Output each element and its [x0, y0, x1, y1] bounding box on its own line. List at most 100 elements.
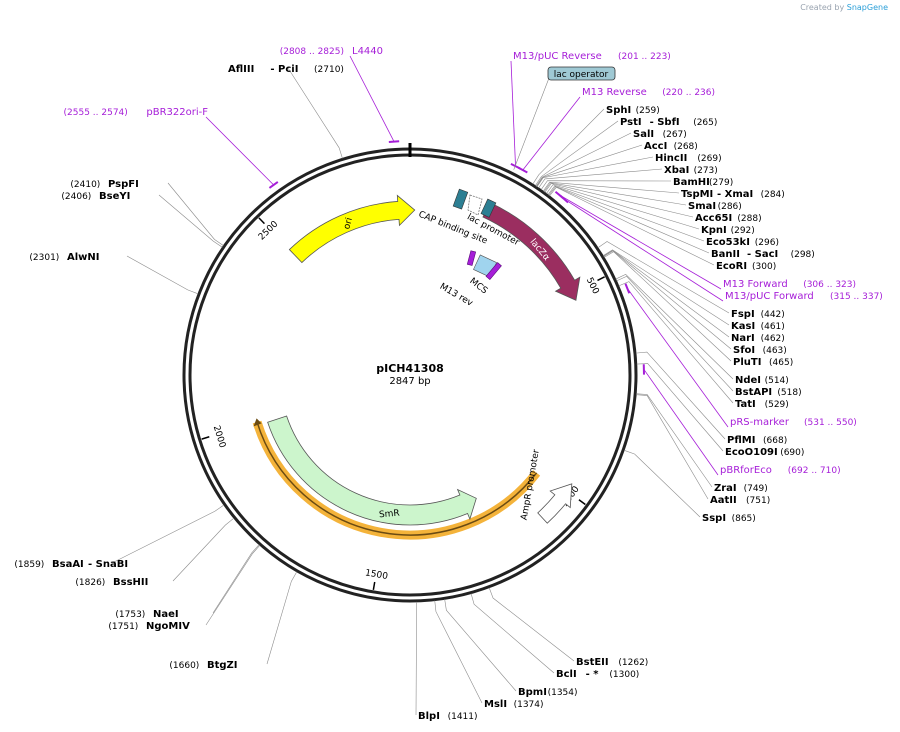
- smr-highlight-line: [256, 421, 538, 536]
- site-bsteii-position: (1262): [618, 658, 648, 668]
- site-sali-position: (267): [663, 130, 687, 140]
- primer-pbr322ori-f: pBR322ori-F: [146, 107, 208, 118]
- site-bstapi: BstAPI: [735, 387, 772, 398]
- leader-bsaai: [111, 504, 225, 564]
- feature-ampr-promoter-arrow: [537, 483, 573, 524]
- site-ecori-position: (300): [752, 262, 776, 272]
- leader-afliii: [287, 67, 343, 159]
- leader-ecori: [549, 186, 715, 266]
- site-bsshii: BssHII: [113, 577, 148, 588]
- site-pspfi: PspFI: [108, 179, 139, 190]
- primer-mark-prs-marker: [624, 283, 631, 294]
- site-tspmi-isoschizomer: - XmaI: [717, 189, 753, 200]
- primer-mark-l4440: [388, 140, 400, 143]
- site-pflmi: PflMI: [727, 435, 755, 446]
- leader-alwni: [126, 255, 199, 295]
- primer-m13-forward: M13 Forward: [723, 279, 788, 290]
- site-bcli-isoschizomer: - *: [586, 669, 600, 680]
- leader-bseyi: [158, 194, 223, 248]
- tick-mark: [372, 581, 376, 591]
- primer-l4440-range: (2808 .. 2825): [280, 47, 344, 57]
- leader-lines: [111, 55, 734, 716]
- site-nari-position: (462): [761, 334, 785, 344]
- primer-mark-pbr322ori-f: [268, 181, 279, 189]
- site-blpi: BlpI: [418, 711, 440, 722]
- site-bsaai-isoschizomer: - SnaBI: [88, 559, 128, 570]
- leader-sfoi: [603, 250, 732, 350]
- leader-acc65i: [544, 183, 694, 218]
- primer-m13-reverse: M13 Reverse: [582, 87, 647, 98]
- site-bsaai-position: (1859): [14, 560, 44, 570]
- leader-bstapi: [616, 275, 734, 392]
- leader-eco53ki: [547, 185, 705, 242]
- leader-sspi: [624, 450, 701, 518]
- site-hincii: HincII: [655, 153, 687, 164]
- site-bseyi: BseYI: [99, 191, 130, 202]
- lac-operator-badge: [547, 66, 616, 81]
- site-banii: BanII: [711, 249, 740, 260]
- leader-btgzi: [266, 571, 298, 665]
- site-zrai-position: (749): [744, 484, 768, 494]
- site-labels: SphI(259)PstI- SbfI(265)SalI(267)AccI(26…: [14, 46, 882, 722]
- feature-label-m13-rev: M13 rev: [438, 282, 475, 309]
- site-afliii-position: (2710): [314, 65, 344, 75]
- site-btgzi-position: (1660): [169, 661, 199, 671]
- leader-naei: [212, 544, 260, 614]
- site-acc65i: Acc65I: [695, 213, 732, 224]
- feature-ori-arrow: [288, 194, 416, 264]
- site-kasi-position: (461): [761, 322, 785, 332]
- site-smai: SmaI: [688, 201, 716, 212]
- primer-m13-puc-forward-range: (315 .. 337): [830, 292, 883, 302]
- site-sspi-position: (865): [732, 514, 756, 524]
- tick-label-500: 500: [584, 276, 601, 296]
- smr-highlight-head: [253, 418, 262, 427]
- primer-leader-m13-puc-forward: [563, 198, 724, 302]
- snapgene-credit: Created by SnapGene: [800, 3, 888, 12]
- primer-m13-puc-reverse-range: (201 .. 223): [618, 52, 671, 62]
- leader-bsshii: [172, 517, 235, 582]
- leader-banii: [548, 186, 710, 254]
- site-tati: TatI: [735, 399, 756, 410]
- feature-lacz-arrow: [482, 201, 581, 301]
- leader-smai: [543, 182, 687, 206]
- leader-tspmi: [542, 181, 680, 194]
- site-tspmi: TspMI: [681, 189, 713, 200]
- site-banii-isoschizomer: - SacI: [747, 249, 778, 260]
- leader-ecoo109i: [636, 363, 724, 452]
- leader-xbai: [538, 168, 663, 189]
- primer-m13-puc-forward: M13/pUC Forward: [725, 291, 814, 302]
- site-psti: PstI: [620, 117, 642, 128]
- leader-pluti: [604, 251, 732, 362]
- primer-l4440: L4440: [352, 46, 383, 57]
- leader-bsteii: [488, 587, 575, 662]
- leader-pflmi: [635, 351, 726, 440]
- site-fspi: FspI: [731, 309, 755, 320]
- leader-pspfi: [167, 182, 224, 246]
- credit-prefix: Created by: [800, 3, 845, 12]
- site-bcli: BclI: [556, 669, 577, 680]
- site-eco53ki-position: (296): [755, 238, 779, 248]
- site-zrai: ZraI: [714, 483, 737, 494]
- feature-m13-rev-box: [466, 250, 477, 266]
- site-pluti: PluTI: [733, 357, 761, 368]
- leader-ngomiv: [205, 545, 261, 626]
- leader-kasi: [602, 249, 730, 326]
- site-hincii-position: (269): [697, 154, 721, 164]
- site-smai-position: (286): [718, 202, 742, 212]
- leader-tati: [618, 281, 734, 404]
- feature-cap-binding-site: [452, 188, 469, 210]
- site-naei-position: (1753): [115, 610, 145, 620]
- feature-label-smr: SmR: [379, 509, 401, 521]
- site-bstapi-position: (518): [777, 388, 801, 398]
- site-aatii-position: (751): [746, 496, 770, 506]
- leader-fspi: [597, 241, 730, 314]
- site-msli: MslI: [484, 699, 507, 710]
- site-bamhi: BamHI: [673, 177, 710, 188]
- leader-bcli: [470, 593, 555, 674]
- primer-leader-m13-forward: [559, 194, 722, 290]
- site-bcli-position: (1300): [609, 670, 639, 680]
- site-alwni: AlwNI: [67, 252, 100, 263]
- leader-ndei: [615, 274, 734, 380]
- site-acci-position: (268): [674, 142, 698, 152]
- site-fspi-position: (442): [761, 310, 785, 320]
